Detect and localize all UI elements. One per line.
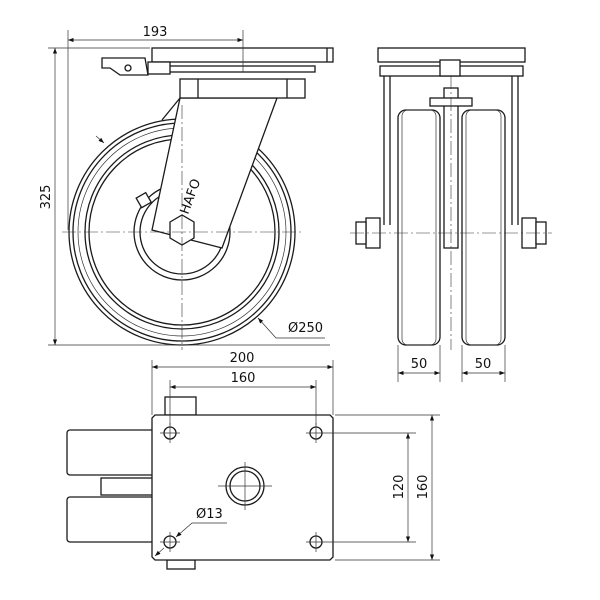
top-view: 200 160 120 160 Ø13 [66, 351, 440, 570]
side-view: HAFO 193 325 Ø250 [39, 25, 334, 350]
brake-lock [439, 59, 461, 77]
grease-nipple [135, 191, 153, 209]
front-view: 50 50 [350, 47, 552, 382]
dim-325: 325 [39, 185, 54, 210]
dim-193: 193 [143, 25, 168, 40]
top-plate [151, 414, 334, 561]
dim-hole-spacing-length: 160 [231, 371, 256, 386]
dim-hole-diameter: Ø13 [196, 507, 223, 522]
dim-plate-width: 160 [416, 475, 431, 500]
dim-wheel-width-left: 50 [411, 357, 428, 372]
dim-wheel-diameter: Ø250 [288, 321, 323, 336]
dim-wheel-width-right: 50 [475, 357, 492, 372]
dim-hole-spacing-width: 120 [392, 475, 407, 500]
dim-plate-length: 200 [230, 351, 255, 366]
